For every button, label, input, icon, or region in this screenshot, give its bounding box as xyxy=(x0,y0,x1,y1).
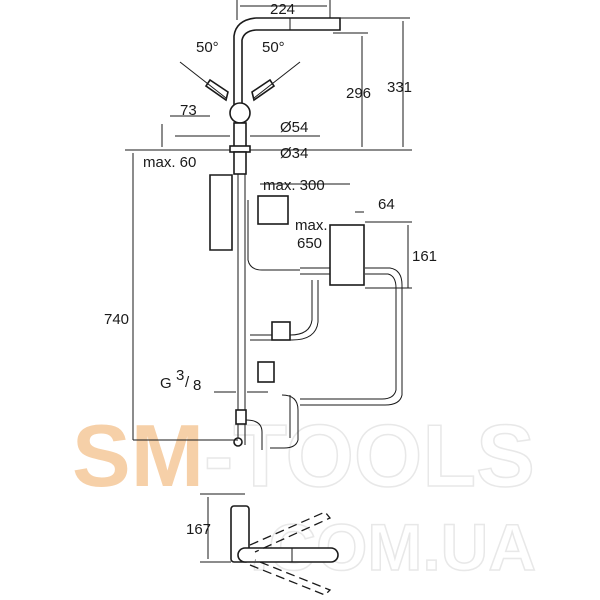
watermark-line1: SM-TOOLS xyxy=(72,406,535,505)
dim-max300: max. 300 xyxy=(263,177,325,194)
dim-740: 740 xyxy=(104,311,129,328)
dim-d54: Ø54 xyxy=(280,119,308,136)
dim-161: 161 xyxy=(412,248,437,265)
watermark: SM-TOOLS .COM.UA xyxy=(72,405,537,585)
dim-224: 224 xyxy=(270,1,295,18)
dim-d34: Ø34 xyxy=(280,145,308,162)
faucet-front-view xyxy=(179,17,341,175)
dim-thread-den: 8 xyxy=(193,377,201,394)
dim-296: 296 xyxy=(346,85,371,102)
dim-thread-slash: / xyxy=(185,374,190,391)
watermark-sm: SM xyxy=(72,406,204,505)
dim-thread-g: G xyxy=(160,375,172,392)
dim-max650-l1: max. xyxy=(295,217,328,234)
dim-thread-num: 3 xyxy=(176,367,184,384)
dimension-arrows xyxy=(132,5,412,559)
dim-64: 64 xyxy=(378,196,395,213)
dim-angle-right: 50° xyxy=(262,39,285,56)
dimension-labels: 224 50° 50° 296 331 73 Ø54 Ø34 max. 60 m… xyxy=(104,1,437,538)
dim-max650-l2: 650 xyxy=(297,235,322,252)
watermark-tools: -TOOLS xyxy=(204,406,535,505)
faucet-side-view xyxy=(200,493,339,596)
reference-lines xyxy=(125,0,412,151)
dim-max60: max. 60 xyxy=(143,154,196,171)
dim-331: 331 xyxy=(387,79,412,96)
watermark-domain: .COM.UA xyxy=(250,510,536,584)
dim-73: 73 xyxy=(180,102,197,119)
dim-167: 167 xyxy=(186,521,211,538)
dim-angle-left: 50° xyxy=(196,39,219,56)
plumbing xyxy=(209,174,403,450)
